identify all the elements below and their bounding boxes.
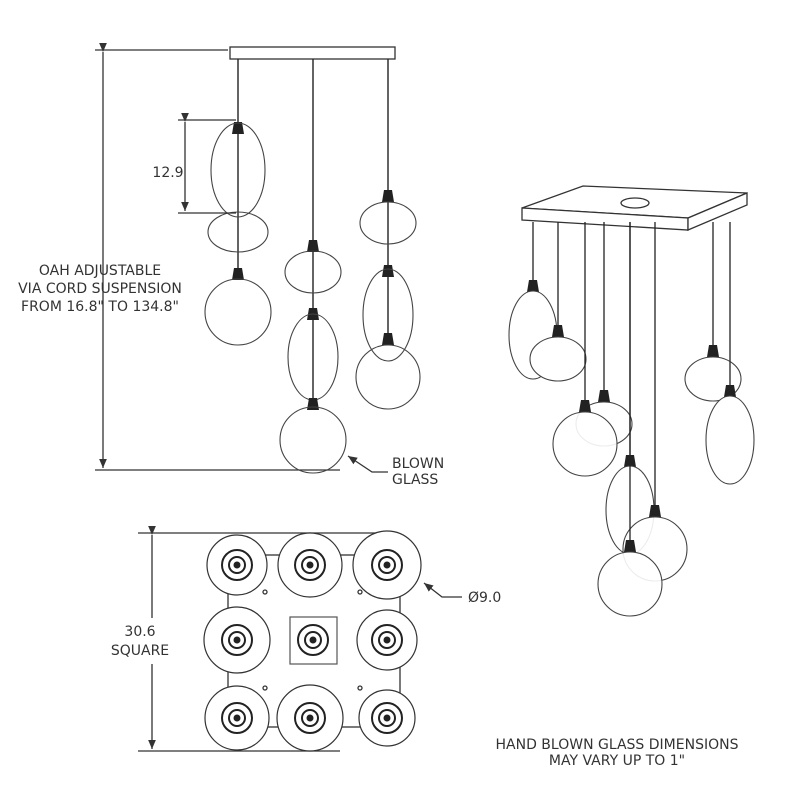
diameter-leader	[423, 582, 462, 598]
footnote-line-1: HAND BLOWN GLASS DIMENSIONS	[496, 737, 739, 753]
canopy-size-line-2: SQUARE	[111, 643, 169, 659]
plan-glass-circle	[276, 684, 344, 752]
pendant-flat-globe	[207, 211, 269, 253]
iso-pendant-sphere	[622, 222, 688, 582]
plan-glass-circle	[358, 689, 416, 747]
height-note-line-3: FROM 16.8" TO 134.8"	[21, 299, 179, 315]
height-note-line-2: VIA CORD SUSPENSION	[18, 281, 182, 297]
plan-glass-circle	[204, 685, 270, 751]
isometric-view	[508, 185, 755, 617]
front-elevation: 12.9 OAH ADJUSTABLE VIA CORD SUSPENSION …	[18, 42, 444, 488]
pendant-oval	[362, 265, 414, 362]
iso-pendant-flat	[529, 222, 587, 382]
iso-pendant-oval	[705, 222, 755, 485]
canopy	[229, 46, 396, 60]
pendant-flat-globe	[284, 240, 342, 294]
plan-glass-circle	[203, 606, 271, 674]
material-label-line-1: BLOWN	[392, 456, 444, 472]
iso-pendant-sphere	[552, 222, 618, 477]
plan-glass-circle	[277, 532, 343, 598]
plan-glass-circle	[206, 534, 268, 596]
plan-glass-circles	[203, 530, 422, 752]
footnote-line-2: MAY VARY UP TO 1"	[549, 753, 685, 769]
pendant-flat-globe	[359, 190, 417, 245]
pendant-sphere	[279, 398, 347, 474]
pendant-height-label: 12.9	[152, 165, 183, 181]
material-leader	[347, 455, 388, 473]
iso-pendant-sphere	[597, 222, 663, 617]
plan-view: 30.6 SQUARE Ø9.0	[108, 525, 501, 752]
plan-glass-circle	[297, 624, 329, 656]
material-label-line-2: GLASS	[392, 472, 438, 488]
pendant-oval	[287, 308, 339, 401]
pendant-sphere	[355, 333, 421, 410]
plan-glass-circle	[356, 609, 418, 671]
pendant-sphere	[204, 268, 272, 346]
iso-pendant-flat	[684, 222, 742, 402]
canopy-size-line-1: 30.6	[124, 624, 155, 640]
pendant-oval	[210, 122, 266, 218]
glass-diameter-label: Ø9.0	[468, 590, 501, 606]
plan-glass-circle	[352, 530, 422, 600]
height-note-line-1: OAH ADJUSTABLE	[39, 263, 161, 279]
